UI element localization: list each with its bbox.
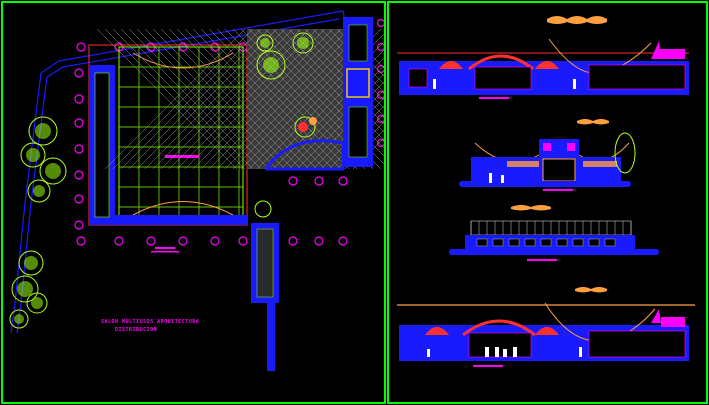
tree-icon bbox=[28, 116, 58, 146]
plan-viewport[interactable]: SALON MULTIUSOS ARQUITECTURA DISTRIBUCIO… bbox=[1, 1, 386, 404]
axis-bubble-icon bbox=[178, 236, 188, 246]
tree-icon bbox=[39, 157, 67, 185]
tree-icon bbox=[614, 132, 636, 174]
garden-trees bbox=[256, 32, 316, 138]
person-icon bbox=[485, 347, 489, 357]
stair-core bbox=[346, 68, 370, 98]
axis-bubble-icon bbox=[288, 176, 298, 186]
axis-bubble-icon bbox=[376, 42, 384, 52]
tree-icon bbox=[256, 50, 286, 80]
axis-bubble-icon bbox=[314, 236, 324, 246]
tree-icon bbox=[18, 250, 44, 276]
axis-bubbles-bottom bbox=[76, 176, 348, 246]
axis-bubble-icon bbox=[76, 236, 86, 246]
axis-bubble-icon bbox=[376, 18, 384, 28]
elevations-viewport[interactable] bbox=[387, 1, 708, 404]
axis-bubble-icon bbox=[74, 170, 84, 180]
tree-icon bbox=[256, 34, 274, 52]
hall-south-wall bbox=[115, 215, 247, 225]
axis-bubble-icon bbox=[376, 114, 384, 124]
axis-bubble-icon bbox=[338, 176, 348, 186]
axis-bubble-icon bbox=[74, 194, 84, 204]
axis-bubble-icon bbox=[376, 138, 384, 148]
axis-bubble-icon bbox=[74, 118, 84, 128]
axis-bubble-icon bbox=[74, 220, 84, 230]
axis-bubble-icon bbox=[376, 64, 384, 74]
elevation-4 bbox=[397, 302, 695, 367]
floor-plan-drawing bbox=[9, 10, 384, 371]
axis-bubble-icon bbox=[74, 144, 84, 154]
person-icon bbox=[579, 347, 582, 357]
tree-icon bbox=[11, 275, 39, 303]
axis-bubble-icon bbox=[74, 68, 84, 78]
plan-title: SALON MULTIUSOS ARQUITECTURA DISTRIBUCIO… bbox=[101, 319, 200, 333]
elevations-drawing bbox=[397, 16, 695, 367]
person-icon bbox=[433, 79, 436, 89]
axis-bubble-icon bbox=[376, 90, 384, 100]
tree-icon bbox=[294, 116, 316, 138]
person-icon bbox=[513, 347, 517, 357]
axis-bubbles-left bbox=[74, 68, 84, 230]
person-icon bbox=[503, 349, 507, 357]
section-3 bbox=[449, 220, 659, 261]
person-icon bbox=[501, 175, 504, 183]
axis-bubble-icon bbox=[74, 94, 84, 104]
tree-icon bbox=[26, 292, 48, 314]
person-icon bbox=[489, 173, 492, 183]
axis-bubble-icon bbox=[288, 236, 298, 246]
axis-bubble-icon bbox=[146, 236, 156, 246]
clouds bbox=[511, 16, 609, 293]
tree-icon bbox=[292, 32, 314, 54]
axis-bubble-icon bbox=[210, 236, 220, 246]
court-label-bar bbox=[165, 155, 199, 158]
person-icon bbox=[495, 347, 499, 357]
axis-bubble-icon bbox=[338, 236, 348, 246]
tree-icon bbox=[9, 309, 29, 329]
axis-bubble-icon bbox=[238, 236, 248, 246]
axis-bubble-icon bbox=[76, 42, 86, 52]
person-icon bbox=[427, 349, 430, 357]
elevation-2 bbox=[459, 132, 636, 191]
tree-icon bbox=[20, 142, 46, 168]
axis-bubbles-right bbox=[376, 18, 384, 148]
tree-icon bbox=[254, 200, 272, 218]
elevation-1 bbox=[397, 38, 689, 99]
axis-bubble-icon bbox=[114, 236, 124, 246]
tree-icon bbox=[27, 179, 51, 203]
axis-bubble-icon bbox=[314, 176, 324, 186]
trees-left bbox=[9, 116, 67, 329]
person-icon bbox=[573, 79, 576, 89]
